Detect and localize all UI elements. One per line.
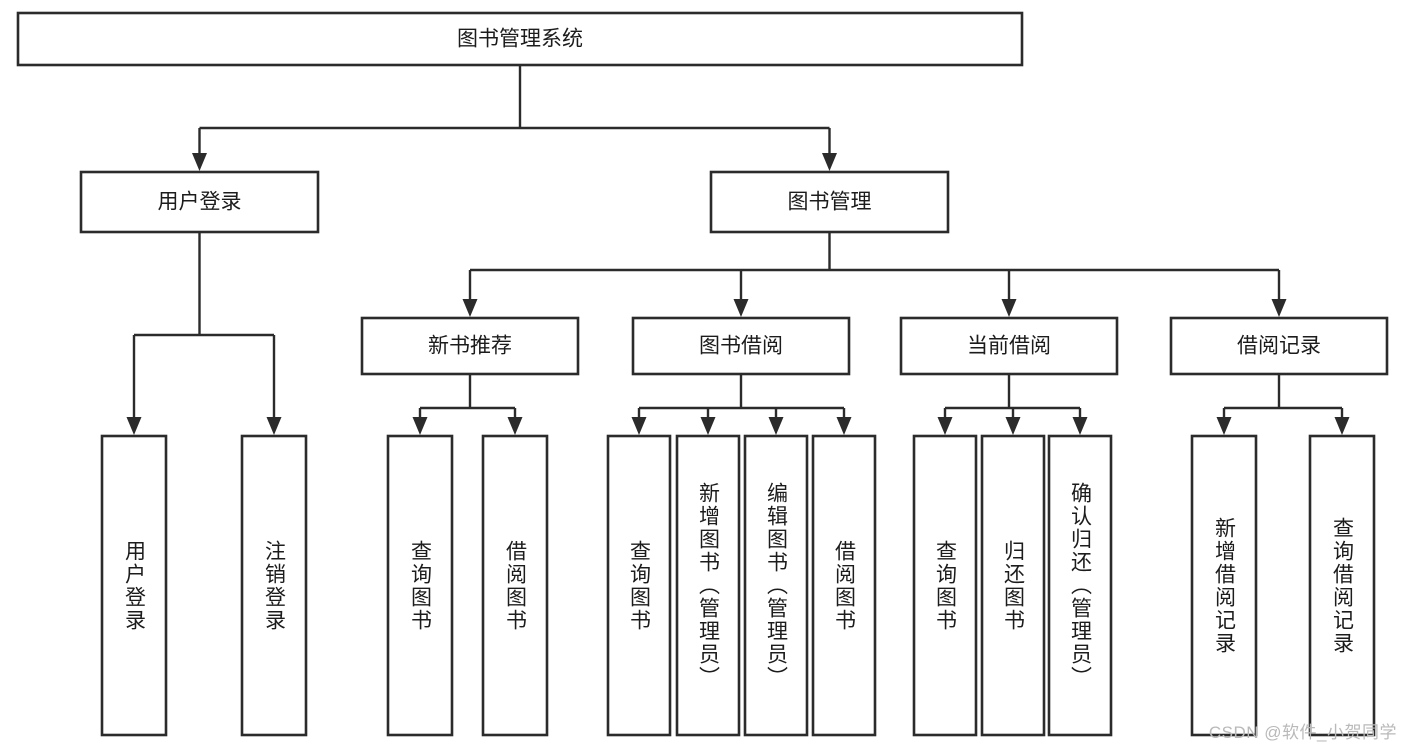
node-label-new-book-rec: 新书推荐 <box>428 335 512 358</box>
node-boxes-layer <box>16 11 1389 737</box>
connector-arrowhead <box>700 417 716 435</box>
connector-arrowhead <box>1001 299 1017 317</box>
node-box-current-borrow[interactable] <box>899 316 1119 376</box>
connector-arrowhead <box>1216 417 1232 435</box>
node-label-book-borrow: 图书借阅 <box>699 335 783 358</box>
connector-arrowhead <box>1005 417 1021 435</box>
node-box-user-login[interactable] <box>79 170 320 234</box>
connector-arrowhead <box>266 417 282 435</box>
node-box-book-manage[interactable] <box>709 170 950 234</box>
node-box-leaf-user-login[interactable] <box>100 434 168 737</box>
connector-arrowhead <box>937 417 953 435</box>
watermark-text: CSDN @软件_小贺同学 <box>1208 723 1397 742</box>
connector-arrowhead <box>733 299 749 317</box>
connector-edges-layer <box>126 65 1350 435</box>
connector-arrowhead <box>822 153 837 171</box>
node-box-leaf-borrow-book-1[interactable] <box>481 434 549 737</box>
connector-arrowhead <box>1072 417 1088 435</box>
node-box-root[interactable] <box>16 11 1024 67</box>
node-box-leaf-logout[interactable] <box>240 434 308 737</box>
node-box-leaf-add-record[interactable] <box>1190 434 1258 737</box>
connector-arrowhead <box>126 417 142 435</box>
node-box-leaf-edit-book[interactable] <box>743 434 809 737</box>
node-box-leaf-query-book-3[interactable] <box>912 434 978 737</box>
node-label-current-borrow: 当前借阅 <box>967 335 1051 358</box>
node-box-leaf-borrow-book-2[interactable] <box>811 434 877 737</box>
node-label-book-manage: 图书管理 <box>788 191 872 214</box>
node-box-leaf-return-book[interactable] <box>980 434 1046 737</box>
node-box-leaf-add-book[interactable] <box>675 434 741 737</box>
connector-arrowhead <box>462 299 478 317</box>
node-box-leaf-confirm-return[interactable] <box>1047 434 1113 737</box>
connector-arrowhead <box>1271 299 1287 317</box>
node-box-borrow-record[interactable] <box>1169 316 1389 376</box>
connector-arrowhead <box>412 417 428 435</box>
node-label-user-login: 用户登录 <box>158 191 242 214</box>
node-box-book-borrow[interactable] <box>631 316 851 376</box>
node-box-leaf-query-book-2[interactable] <box>606 434 672 737</box>
connector-arrowhead <box>1334 417 1350 435</box>
connector-arrowhead <box>768 417 784 435</box>
node-box-leaf-query-record[interactable] <box>1308 434 1376 737</box>
connector-arrowhead <box>192 153 207 171</box>
connector-arrowhead <box>507 417 523 435</box>
node-box-new-book-rec[interactable] <box>360 316 580 376</box>
node-box-leaf-query-book-1[interactable] <box>386 434 454 737</box>
node-label-borrow-record: 借阅记录 <box>1237 335 1321 358</box>
connector-arrowhead <box>836 417 852 435</box>
node-label-root: 图书管理系统 <box>457 28 583 51</box>
connector-arrowhead <box>631 417 647 435</box>
